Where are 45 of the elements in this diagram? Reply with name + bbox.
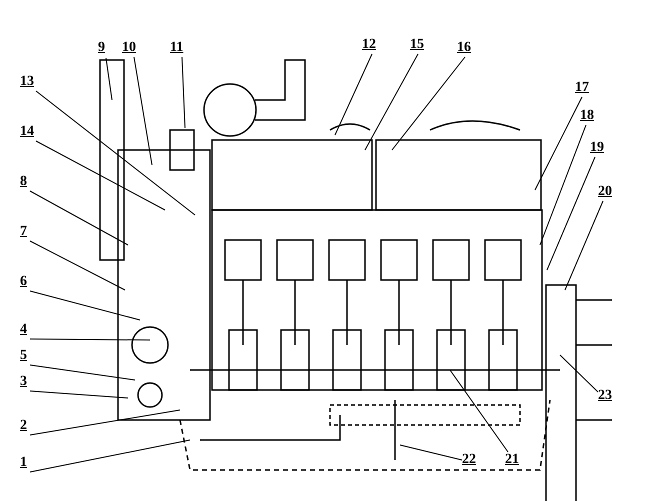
leader-line <box>30 290 140 320</box>
leader-line <box>560 354 598 392</box>
leader-line <box>450 370 508 452</box>
leader-line <box>392 56 466 150</box>
callout-number: 20 <box>598 184 612 200</box>
callout-number: 6 <box>20 274 27 290</box>
leader-line <box>30 410 180 436</box>
leader-line <box>30 440 190 472</box>
leader-line <box>334 54 372 136</box>
leader-line <box>30 390 128 398</box>
callout-number: 15 <box>410 37 424 53</box>
callout-number: 10 <box>122 40 136 56</box>
leader-line <box>36 140 166 210</box>
callout-number: 16 <box>457 40 471 56</box>
leader-line <box>30 190 128 246</box>
callout-number: 18 <box>580 108 594 124</box>
callout-number: 17 <box>575 80 589 96</box>
callout-number: 22 <box>462 452 476 468</box>
callout-number: 5 <box>20 348 27 364</box>
leader-line <box>182 56 186 128</box>
leader-line <box>540 124 586 246</box>
leader-line <box>30 240 126 290</box>
leader-line <box>134 56 152 166</box>
leader-line <box>30 338 150 340</box>
leader-line <box>564 200 604 290</box>
callout-number: 9 <box>98 40 105 56</box>
leader-line <box>364 54 418 150</box>
leader-line <box>534 96 582 190</box>
leader-line <box>546 156 596 270</box>
callout-number: 19 <box>590 140 604 156</box>
callout-number: 1 <box>20 455 27 471</box>
callout-number: 7 <box>20 224 27 240</box>
callout-number: 21 <box>505 452 519 468</box>
callout-number: 2 <box>20 418 27 434</box>
callout-number: 12 <box>362 37 376 53</box>
leader-line <box>400 444 462 460</box>
callout-number: 11 <box>170 40 184 56</box>
callout-number: 4 <box>20 322 27 338</box>
callout-number: 13 <box>20 74 34 90</box>
callout-number: 14 <box>20 124 34 140</box>
callout-number: 8 <box>20 174 27 190</box>
leader-line <box>30 364 136 380</box>
callout-number: 23 <box>598 388 612 404</box>
leader-line <box>36 90 196 216</box>
callout-number: 3 <box>20 374 27 390</box>
